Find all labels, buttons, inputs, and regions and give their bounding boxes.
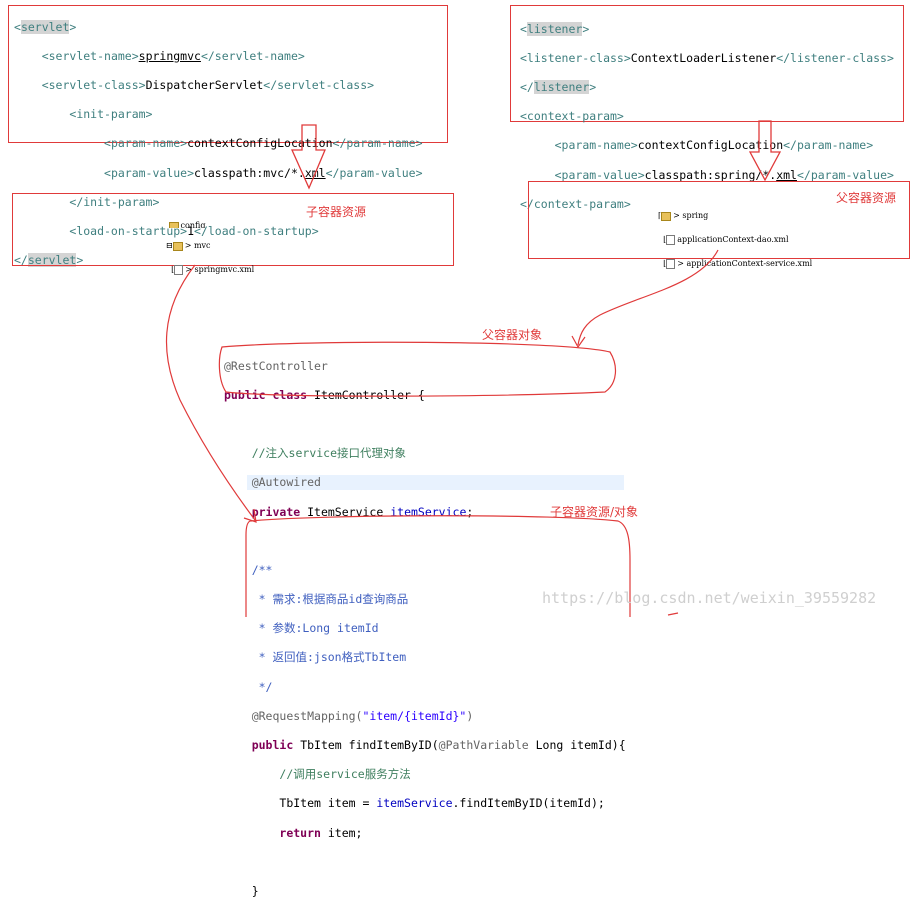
- tree-item-mvc: ⊟> mvc: [166, 241, 211, 251]
- tree-item-spring: ⌈> spring: [658, 211, 709, 221]
- blank-line: [224, 417, 626, 432]
- return-statement: return item;: [279, 825, 363, 840]
- folder-icon: [661, 211, 672, 221]
- listener-open-line: <listener>: [520, 21, 590, 36]
- context-param-close-line: </context-param>: [520, 196, 631, 211]
- javadoc-line-2: * 参数:Long itemId: [251, 621, 379, 636]
- javadoc-open: /**: [251, 562, 273, 577]
- folder-icon: [172, 241, 183, 251]
- corner-mark: [667, 612, 679, 616]
- child-resource-tree: config ⊟> mvc ⌊> springmvc.xml: [166, 208, 254, 288]
- listener-close-line: </listener>: [520, 79, 597, 94]
- init-param-open-line: <init-param>: [69, 107, 153, 122]
- blank-line: [224, 855, 626, 870]
- servlet-class-line: <servlet-class>DispatcherServlet</servle…: [41, 77, 375, 92]
- ctx-param-name-line: <param-name>contextConfigLocation</param…: [554, 138, 874, 153]
- child-resource-label: 子容器资源: [306, 205, 367, 219]
- xml-file-icon: [174, 265, 184, 275]
- listener-config-box: [510, 5, 904, 122]
- servlet-xml-code: <servlet> <servlet-name>springmvc</servl…: [14, 5, 423, 282]
- inject-comment: //注入service接口代理对象: [251, 446, 407, 461]
- method-comment: //调用service服务方法: [279, 767, 411, 782]
- class-declaration: public class ItemController {: [224, 387, 425, 402]
- autowired-annotation: @Autowired: [251, 475, 321, 490]
- ctx-param-value-line: <param-value>classpath:spring/*.xml</par…: [554, 167, 894, 182]
- parent-resource-box: [528, 181, 910, 259]
- method-statement: TbItem item = itemService.findItemByID(i…: [279, 796, 605, 811]
- servlet-open-line: <servlet>: [14, 19, 77, 34]
- parent-resource-tree: ⌈> spring ⌊applicationContext-dao.xml ⌊>…: [658, 198, 812, 282]
- closing-brace: }: [251, 883, 259, 898]
- blank-line: [224, 534, 626, 549]
- parent-object-label: 父容器对象: [482, 328, 543, 342]
- tree-item-config: config: [166, 220, 254, 228]
- request-mapping-annotation: @RequestMapping("item/{itemId}"): [251, 708, 474, 723]
- javadoc-close: */: [251, 679, 273, 694]
- folder-icon: [168, 221, 179, 228]
- tree-item-applicationcontext-dao: ⌊applicationContext-dao.xml: [658, 235, 789, 245]
- tree-item-springmvc-xml: ⌊> springmvc.xml: [166, 265, 255, 275]
- load-on-startup-line: <load-on-startup>1</load-on-startup>: [69, 223, 319, 238]
- listener-class-line: <listener-class>ContextLoaderListener</l…: [520, 50, 894, 65]
- rest-controller-annotation: @RestController: [224, 358, 328, 373]
- xml-file-icon: [666, 235, 676, 245]
- watermark: https://blog.csdn.net/weixin_39559282: [542, 589, 877, 607]
- listener-xml-code: <listener> <listener-class>ContextLoader…: [520, 7, 894, 226]
- servlet-close-line: </servlet>: [14, 253, 84, 268]
- param-value-line: <param-value>classpath:mvc/*.xml</param-…: [104, 165, 423, 180]
- service-field-declaration: private ItemService itemService;: [251, 504, 474, 519]
- param-name-line: <param-name>contextConfigLocation</param…: [104, 136, 423, 151]
- method-signature: public TbItem findItemByID(@PathVariable…: [251, 738, 626, 753]
- java-code: @RestController public class ItemControl…: [224, 344, 626, 913]
- tree-item-applicationcontext-service: ⌊> applicationContext-service.xml: [658, 259, 813, 269]
- init-param-close-line: </init-param>: [69, 194, 160, 209]
- xml-file-icon: [666, 259, 676, 269]
- servlet-config-box: [8, 5, 448, 143]
- javadoc-line-3: * 返回值:json格式TbItem: [251, 650, 407, 665]
- servlet-name-line: <servlet-name>springmvc</servlet-name>: [41, 48, 305, 63]
- parent-resource-label: 父容器资源: [836, 191, 897, 205]
- highlighted-line: [247, 475, 624, 490]
- context-param-open-line: <context-param>: [520, 109, 624, 124]
